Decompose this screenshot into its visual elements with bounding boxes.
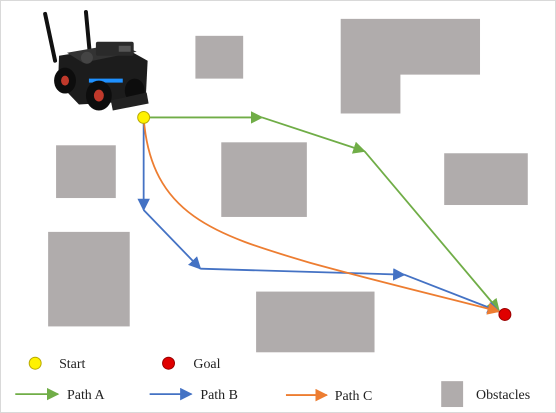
path-b-segment [143, 209, 202, 270]
path-a-segment [261, 116, 366, 154]
legend-path-b-label: Path B [200, 388, 238, 403]
robot-icon [43, 9, 149, 111]
path-b [137, 117, 501, 314]
legend-goal-icon [162, 356, 176, 370]
obstacle [48, 231, 130, 327]
legend: Start Goal Path A Path B Path C Obstacle… [15, 356, 530, 408]
legend-goal-label: Goal [193, 357, 220, 372]
path-a [143, 111, 500, 312]
path-a-segment [363, 150, 500, 312]
obstacles-group [48, 18, 528, 353]
legend-start-icon [28, 356, 42, 370]
obstacle [340, 18, 481, 114]
path-b-segment [200, 267, 406, 281]
legend-path-a-label: Path A [67, 388, 105, 403]
obstacle [221, 142, 307, 217]
legend-start-label: Start [59, 357, 85, 372]
start-marker-icon [137, 110, 151, 124]
goal-marker-icon [498, 308, 512, 321]
path-b-segment [404, 273, 501, 314]
obstacle [56, 145, 116, 199]
legend-obstacle-icon [441, 381, 464, 408]
path-c [142, 117, 501, 315]
obstacle [256, 291, 375, 353]
legend-obstacles-label: Obstacles [476, 388, 530, 403]
legend-path-c-label: Path C [335, 389, 373, 404]
obstacle [444, 153, 528, 206]
obstacle [195, 35, 244, 79]
